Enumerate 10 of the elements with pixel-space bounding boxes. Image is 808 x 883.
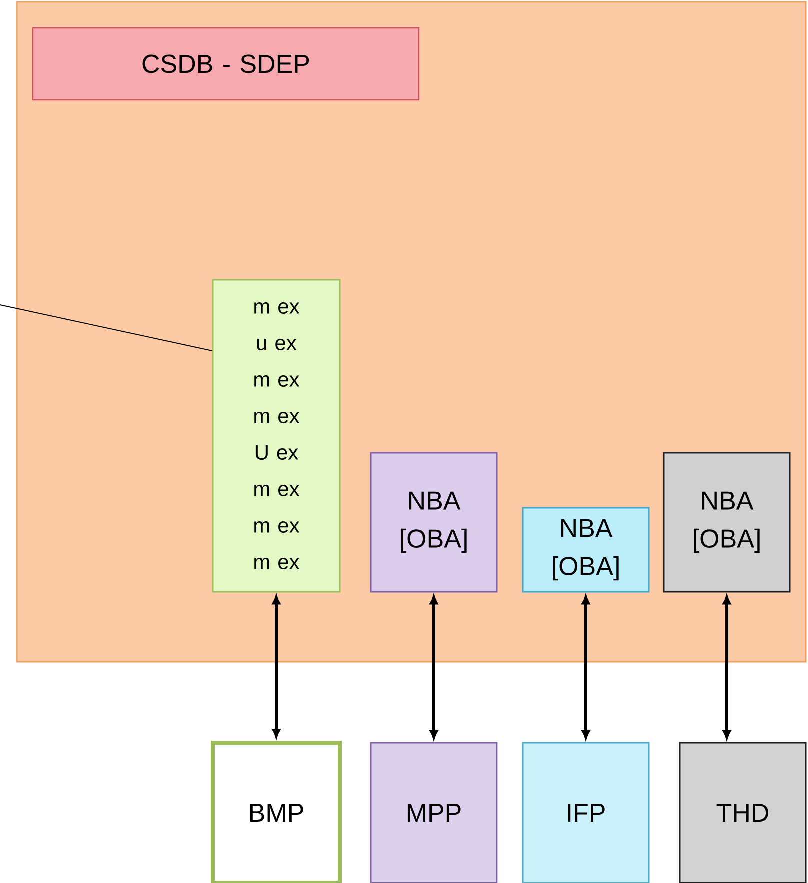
process-box: IFP xyxy=(522,742,650,883)
process-box: NBA [OBA] xyxy=(663,452,791,593)
list-box: m ex u ex m ex m ex U ex m ex m ex m ex xyxy=(212,279,341,593)
process-box: MPP xyxy=(370,742,498,883)
leader-line xyxy=(0,304,213,352)
process-box: THD xyxy=(679,742,807,883)
title-box: CSDB - SDEP xyxy=(32,27,420,101)
process-box: BMP xyxy=(211,741,342,883)
process-box: NBA [OBA] xyxy=(522,507,650,593)
process-box: NBA [OBA] xyxy=(370,452,498,593)
